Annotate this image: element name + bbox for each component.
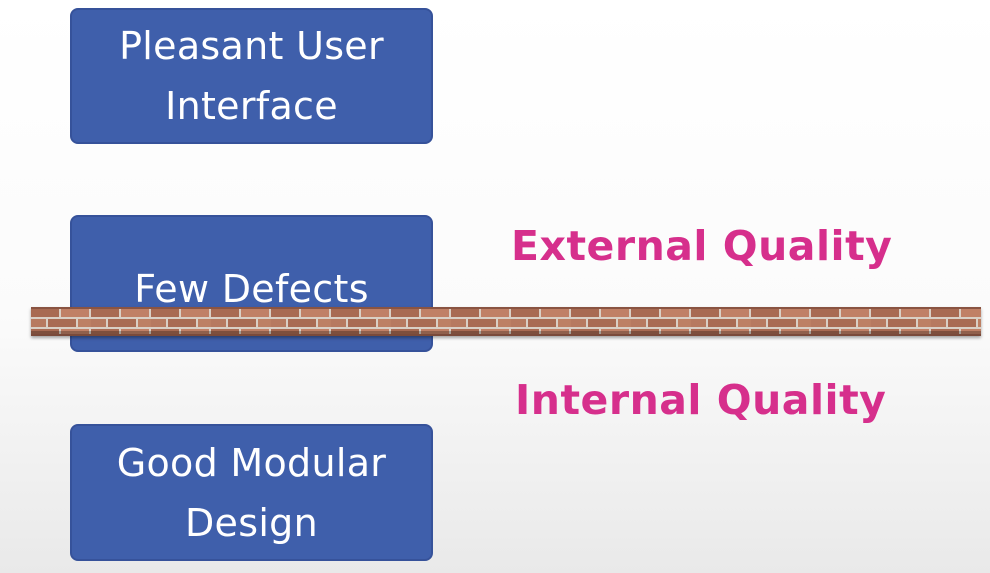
pleasant-user-interface-box: Pleasant User Interface (70, 8, 433, 144)
pleasant-user-interface-label: Pleasant User Interface (72, 16, 431, 136)
internal-quality-label: Internal Quality (515, 376, 886, 424)
few-defects-label: Few Defects (122, 217, 381, 319)
brick-row (31, 319, 981, 327)
good-modular-design-label: Good Modular Design (72, 433, 431, 553)
external-quality-label: External Quality (511, 222, 892, 270)
brick-wall-divider (31, 307, 981, 336)
good-modular-design-box: Good Modular Design (70, 424, 433, 561)
